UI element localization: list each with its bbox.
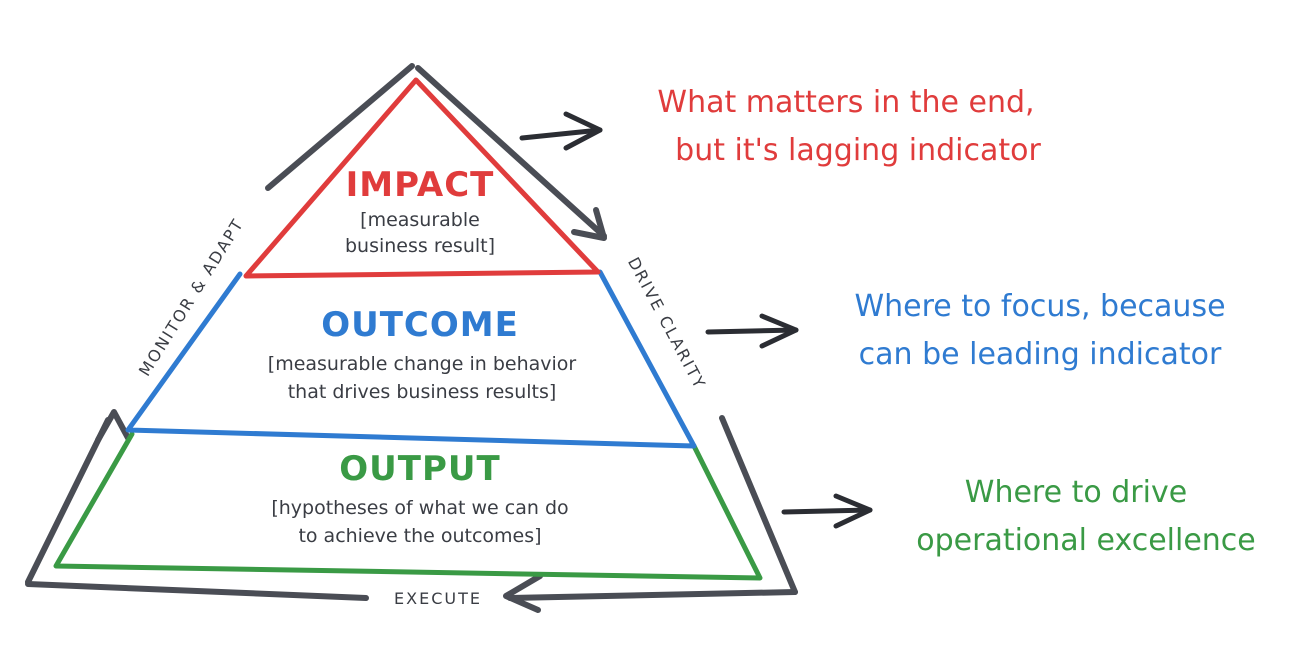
arrow-right-icon <box>705 313 799 349</box>
outcome-tier-outline <box>125 269 697 449</box>
execute-label: EXECUTE <box>394 589 482 608</box>
outcome-description-line2: that drives business results] <box>288 381 557 403</box>
pyramid-tiers <box>53 77 763 581</box>
impact-tier-text: IMPACT [measurable business result] <box>345 165 495 257</box>
cycle-arrowhead-icon <box>503 573 543 613</box>
outcome-title: OUTCOME <box>321 305 519 345</box>
frame-right-edge <box>415 65 607 239</box>
cycle-arrowhead-icon <box>571 207 607 241</box>
output-callout: Where to drive operational excellence <box>916 475 1256 558</box>
output-callout-line1: Where to drive <box>965 475 1187 510</box>
impact-tier-outline <box>243 77 601 279</box>
outcome-callout-line1: Where to focus, because <box>854 289 1225 324</box>
cycle-arrowhead-icon <box>95 409 131 443</box>
frame-left-edge <box>25 417 111 585</box>
frame-right-lower-edge <box>719 415 798 595</box>
output-description-line2: to achieve the outcomes] <box>298 525 541 547</box>
output-callout-line2: operational excellence <box>916 523 1256 558</box>
cycle-arrowheads <box>95 207 607 613</box>
impact-callout-line2: but it's lagging indicator <box>675 133 1041 168</box>
frame-bottom-right <box>507 589 798 601</box>
impact-callout-line1: What matters in the end, <box>657 85 1034 120</box>
monitor-adapt-label: MONITOR & ADAPT <box>135 215 248 380</box>
outcome-tier-text: OUTCOME [measurable change in behavior t… <box>268 305 577 403</box>
impact-description-line1: [measurable <box>360 209 480 231</box>
output-tier-outline <box>53 431 763 581</box>
drive-clarity-label: DRIVE CLARITY <box>624 254 710 393</box>
arrow-right-icon <box>519 111 603 151</box>
impact-callout: What matters in the end, but it's laggin… <box>657 85 1041 168</box>
output-description-line1: [hypotheses of what we can do <box>271 497 568 519</box>
frame-bottom-left <box>25 581 369 601</box>
cycle-frame <box>25 63 798 601</box>
output-tier-text: OUTPUT [hypotheses of what we can do to … <box>271 449 568 547</box>
outcome-callout: Where to focus, because can be leading i… <box>854 289 1225 372</box>
outcome-description-line1: [measurable change in behavior <box>268 353 577 375</box>
outcome-callout-line2: can be leading indicator <box>859 337 1222 372</box>
impact-title: IMPACT <box>346 165 495 205</box>
frame-left-upper-edge <box>265 63 415 191</box>
output-title: OUTPUT <box>339 449 500 489</box>
callout-arrows <box>519 111 873 529</box>
arrow-right-icon <box>781 493 873 529</box>
impact-description-line2: business result] <box>345 235 495 257</box>
